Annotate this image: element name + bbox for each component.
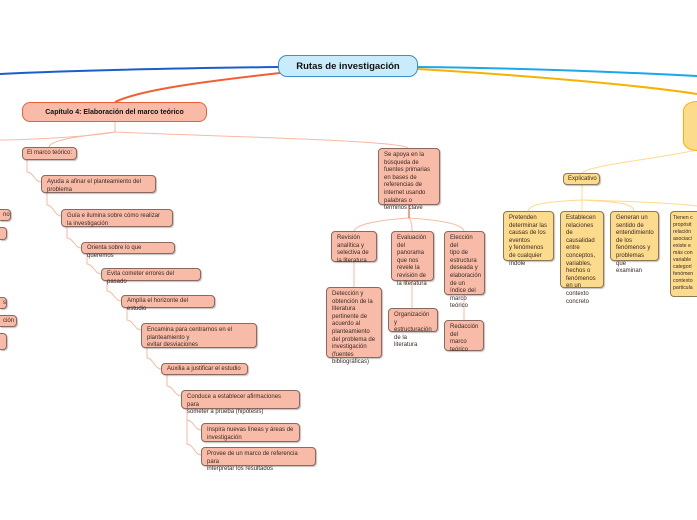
step-child-node[interactable]: Redacción del marco teórico [444, 320, 484, 353]
step-child-node[interactable]: Detección y obtención de la literatura p… [326, 287, 382, 365]
function-node[interactable]: Conduce a establecer afirmaciones para s… [181, 390, 300, 415]
root-node[interactable]: Rutas de investigación [278, 55, 418, 77]
chapter-node[interactable]: Capítulo 4: Elaboración del marco teóric… [22, 102, 207, 122]
chapter-title: Capítulo 4: Elaboración del marco teóric… [45, 108, 184, 116]
explicativo-item[interactable]: Pretenden determinar las causas de los e… [503, 211, 554, 267]
yellow-topic-node[interactable] [683, 101, 697, 151]
partial-node[interactable] [0, 333, 7, 350]
step-node[interactable]: Elección del tipo de estructura deseada … [444, 231, 485, 309]
function-node[interactable]: Amplía el horizonte del estudio [121, 295, 215, 312]
step-child-node[interactable]: Organización y estructuración de la lite… [388, 308, 438, 348]
function-node[interactable]: Encamina para centrarnos en el planteami… [141, 323, 257, 348]
step-node[interactable]: Revisión analítica y selectiva de la lit… [331, 231, 377, 264]
explicativo-item[interactable]: Tienen c propósit relación asociaci exis… [670, 211, 697, 297]
explicativo-item[interactable]: Generan un sentido de entendimiento de l… [610, 211, 659, 274]
function-node[interactable]: Guía e ilumina sobre cómo realizar la in… [61, 209, 173, 227]
step-node[interactable]: Evaluación del panorama que nos revele l… [391, 231, 434, 287]
function-node[interactable]: Inspira nuevas líneas y áreas de investi… [201, 423, 300, 442]
function-node[interactable]: Evita cometer errores del pasado [101, 268, 201, 285]
explicativo-node[interactable]: Explicativo [563, 173, 600, 185]
root-title: Rutas de investigación [296, 60, 400, 72]
partial-node[interactable]: no [0, 209, 11, 221]
explicativo-item[interactable]: Establecen relaciones de causalidad entr… [560, 211, 604, 305]
partial-node[interactable]: s [0, 297, 7, 309]
function-node[interactable]: Ayuda a afinar el planteamiento del prob… [41, 175, 156, 193]
function-node[interactable]: Orienta sobre lo que queremos [81, 242, 175, 259]
partial-node[interactable] [0, 227, 7, 240]
function-node[interactable]: Auxilia a justificar el estudio [161, 363, 248, 375]
partial-node[interactable]: ción [0, 315, 17, 327]
marco-teorico-node[interactable]: El marco teórico: [22, 147, 77, 160]
busqueda-node[interactable]: Se apoya en la búsqueda de fuentes prima… [378, 148, 440, 211]
function-node[interactable]: Provee de un marco de referencia para in… [201, 447, 316, 472]
